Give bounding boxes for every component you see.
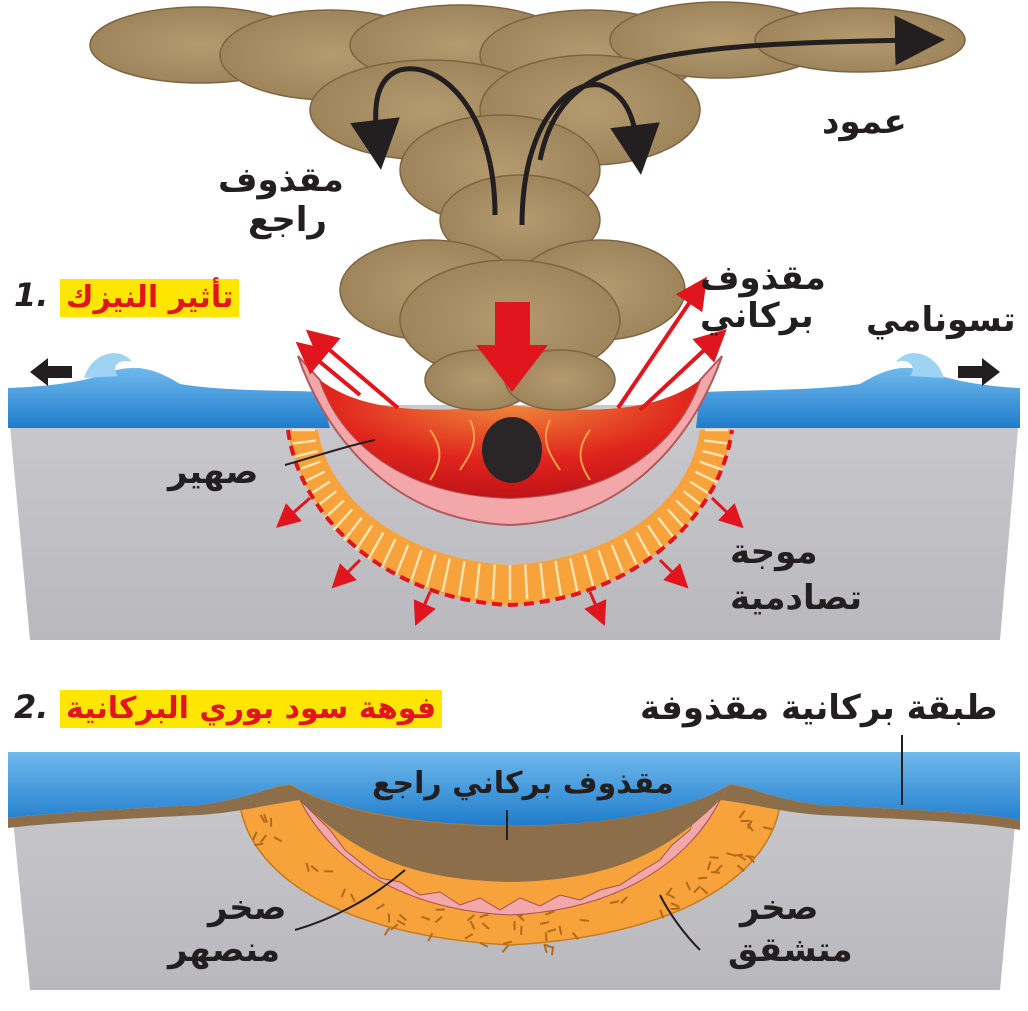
fallback-ejecta-label: مقذوف بركاني راجع [372,766,674,802]
breccia-fracture [580,920,589,921]
melt-label: صهير [168,452,258,492]
panel-2-number: 2. [14,688,48,726]
ejecta-layer-label: طبقة بركانية مقذوفة [640,688,998,728]
breccia-fracture [745,856,754,857]
ejecta-label-line2: بركاني [700,296,814,336]
ejecta-label-line1: مقذوف [700,258,826,298]
breccia-label-line1: صخر [740,888,819,928]
shock-wave-label-line2: تصادمية [730,578,862,618]
panel-1-title: تأثير النيزك [60,279,239,317]
plume-label: عمود [822,102,907,142]
panel-1-number: 1. [14,276,48,314]
breccia-fracture [546,932,547,941]
melt-rock-label-line2: منصهر [168,930,280,970]
breccia-fracture [734,855,743,856]
fallback-label-line2: راجع [248,200,327,240]
panel-2-title: فوهة سود بوري البركانية [60,690,442,728]
breccia-label-line2: متشقق [728,930,853,970]
breccia-fracture [711,872,720,873]
tsunami-arrow-left [30,358,72,386]
meteor [482,417,542,483]
breccia-fracture [698,878,707,879]
tsunami-label: تسونامي [866,300,1016,340]
shock-wave-label-line1: موجة [730,532,818,572]
fallback-label-line1: مقذوف [218,160,344,200]
breccia-fracture [710,857,719,858]
melt-rock-label-line1: صخر [208,888,287,928]
breccia-fracture [671,908,680,909]
